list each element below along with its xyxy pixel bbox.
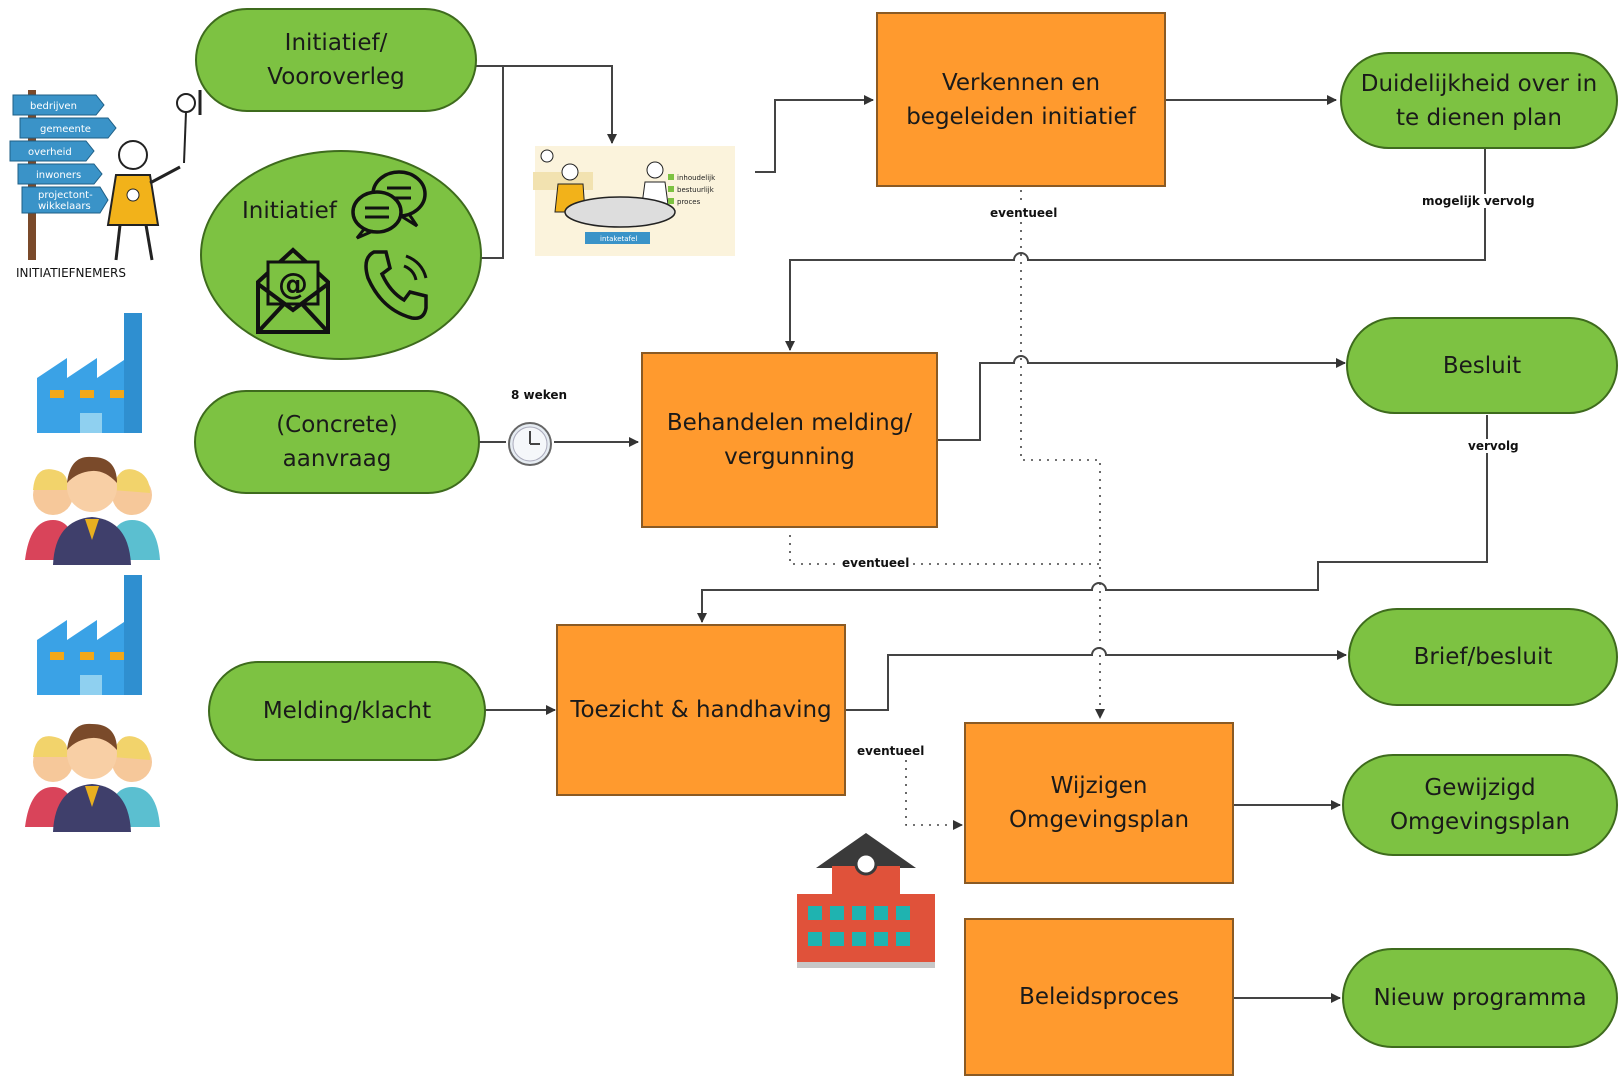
node-melding-klacht: Melding/klacht: [208, 661, 486, 761]
email-icon: @: [256, 247, 330, 334]
factory-icon: [37, 313, 142, 433]
node-wijzigen: Wijzigen Omgevingsplan: [964, 722, 1234, 884]
signpost-item-4b: wikkelaars: [38, 201, 91, 212]
node-beleidsproces-label: Beleidsproces: [1019, 984, 1179, 1010]
signpost-item-1: gemeente: [40, 124, 91, 135]
intake-table-label: intaketafel: [600, 235, 637, 243]
connector-duidelijkheid-to-behandelen: [785, 148, 1486, 351]
phone-icon: [364, 250, 428, 321]
connector-toezicht-to-brief: [846, 647, 1347, 711]
node-toezicht: Toezicht & handhaving: [556, 624, 846, 796]
factory-icon-2: [37, 575, 142, 695]
people-group-icon-2: [25, 723, 160, 832]
node-brief-besluit: Brief/besluit: [1348, 608, 1618, 706]
node-concrete-aanvraag-label: (Concrete) aanvraag: [276, 412, 398, 472]
town-hall-icon: [797, 833, 935, 968]
node-initiatief-label: Initiatief: [242, 198, 337, 224]
edge-label-eventueel-2: eventueel: [840, 556, 912, 570]
signpost-item-0: bedrijven: [30, 101, 77, 112]
connector-initiatief-bracket: [475, 66, 504, 259]
dotted-toezicht-to-wijzigen: [905, 760, 963, 830]
intake-table-illustration: intaketafel inhoudelijk bestuurlijk proc…: [533, 146, 735, 256]
connector-besluit-to-toezicht: [697, 415, 1488, 623]
node-initiatief-vooroverleg-label: Initiatief/ Vooroverleg: [267, 30, 405, 90]
edge-label-acht-weken: 8 weken: [509, 388, 570, 402]
node-verkennen: Verkennen en begeleiden initiatief: [876, 12, 1166, 187]
node-duidelijkheid-label: Duidelijkheid over in te dienen plan: [1360, 70, 1598, 131]
dotted-behandelen-to-wijzigen: [789, 535, 1100, 565]
initiatiefnemers-caption: INITIATIEFNEMERS: [16, 266, 127, 280]
node-behandelen-label: Behandelen melding/ vergunning: [666, 410, 913, 470]
node-besluit-label: Besluit: [1442, 352, 1522, 379]
people-group-icon: [25, 456, 160, 565]
node-beleidsproces: Beleidsproces: [964, 918, 1234, 1076]
signpost-person-illustration: bedrijven gemeente overheid inwoners pro…: [9, 90, 202, 261]
node-brief-besluit-label: Brief/besluit: [1413, 644, 1553, 670]
node-melding-klacht-label: Melding/klacht: [262, 698, 432, 724]
connector-intake-to-verkennen: [755, 95, 874, 173]
node-initiatief: Initiatief @: [200, 150, 482, 360]
node-concrete-aanvraag: (Concrete) aanvraag: [194, 390, 480, 494]
edge-label-eventueel-3: eventueel: [855, 744, 927, 758]
clock-icon: [508, 422, 552, 466]
connector-behandelen-to-besluit: [938, 355, 1346, 441]
intake-check-2: proces: [677, 198, 701, 206]
edge-label-vervolg: vervolg: [1466, 439, 1521, 453]
node-gewijzigd-omgevingsplan: Gewijzigd Omgevingsplan: [1342, 754, 1618, 856]
edge-label-mogelijk-vervolg: mogelijk vervolg: [1420, 194, 1537, 208]
svg-text:@: @: [278, 267, 308, 302]
node-initiatief-vooroverleg: Initiatief/ Vooroverleg: [195, 8, 477, 112]
signpost-item-4a: projectont-: [38, 190, 93, 201]
node-nieuw-programma: Nieuw programma: [1342, 948, 1618, 1048]
node-duidelijkheid: Duidelijkheid over in te dienen plan: [1340, 52, 1618, 149]
node-wijzigen-label: Wijzigen Omgevingsplan: [1008, 773, 1190, 833]
dotted-verkennen-to-wijzigen: [1020, 190, 1105, 719]
signpost-item-2: overheid: [28, 147, 72, 158]
node-behandelen: Behandelen melding/ vergunning: [641, 352, 938, 528]
node-besluit: Besluit: [1346, 317, 1618, 414]
chat-bubbles-icon: [351, 170, 427, 240]
node-toezicht-label: Toezicht & handhaving: [570, 697, 832, 723]
intake-check-1: bestuurlijk: [677, 186, 715, 194]
node-verkennen-label: Verkennen en begeleiden initiatief: [906, 69, 1136, 130]
intake-check-0: inhoudelijk: [677, 174, 716, 182]
signpost-item-3: inwoners: [36, 170, 81, 181]
node-nieuw-programma-label: Nieuw programma: [1373, 985, 1587, 1011]
node-gewijzigd-label: Gewijzigd Omgevingsplan: [1389, 775, 1571, 835]
connector-initiatief-to-intake: [475, 65, 617, 144]
edge-label-eventueel-1: eventueel: [988, 206, 1060, 220]
